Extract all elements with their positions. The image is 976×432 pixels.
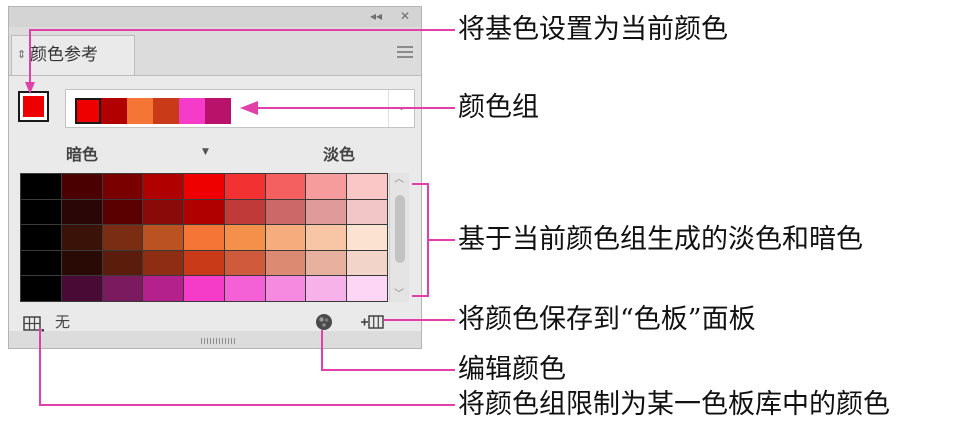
light-label: 淡色 [323, 145, 356, 164]
variation-swatch[interactable] [21, 276, 61, 301]
variation-swatch[interactable] [143, 174, 184, 199]
callout-line-set-base [29, 29, 455, 82]
callout-limit-library: 将颜色组限制为某一色板库中的颜色 [458, 389, 890, 420]
scroll-thumb[interactable] [395, 195, 405, 263]
edit-colors-icon[interactable] [315, 313, 333, 331]
chevron-down-icon[interactable]: ⌄ [396, 99, 407, 114]
close-panel-icon[interactable]: ✕ [400, 9, 411, 23]
variation-swatch[interactable] [143, 276, 184, 301]
variation-swatch[interactable] [265, 276, 306, 301]
variation-swatch[interactable] [21, 250, 61, 276]
variation-swatch[interactable] [224, 250, 265, 276]
variation-swatch[interactable] [102, 174, 143, 199]
variation-swatch[interactable] [184, 174, 224, 199]
variation-swatch[interactable] [265, 174, 306, 199]
color-group-swatch[interactable] [75, 98, 101, 124]
variation-swatch[interactable] [306, 225, 347, 250]
variation-swatch[interactable] [184, 199, 224, 225]
scroll-down-icon[interactable]: ﹀ [394, 289, 404, 300]
variation-swatch[interactable] [102, 276, 143, 301]
variation-swatch[interactable] [347, 199, 387, 225]
variation-swatch[interactable] [265, 199, 306, 225]
variation-swatch[interactable] [21, 225, 61, 250]
variation-swatch[interactable] [143, 250, 184, 276]
callout-variations: 基于当前颜色组生成的淡色和暗色 [458, 224, 863, 255]
callout-line-edit-colors [321, 330, 455, 371]
panel-menu-icon[interactable] [397, 46, 413, 59]
variation-swatch[interactable] [265, 225, 306, 250]
variation-swatch[interactable] [184, 276, 224, 301]
swatch-library-icon[interactable] [23, 313, 45, 335]
dark-label: 暗色 [66, 145, 99, 164]
variation-swatch[interactable] [184, 225, 224, 250]
variation-swatch[interactable] [102, 225, 143, 250]
color-group-swatch[interactable] [179, 98, 205, 124]
variation-scrollbar[interactable]: ︿ ﹀ [389, 173, 409, 302]
variation-options-icon[interactable]: ▼ [202, 147, 209, 157]
callout-edit-colors: 编辑颜色 [458, 354, 566, 385]
variation-swatch[interactable] [21, 174, 61, 199]
callout-bracket-variations [412, 183, 429, 297]
variation-swatch[interactable] [184, 250, 224, 276]
variation-swatch[interactable] [61, 250, 102, 276]
variation-swatch[interactable] [306, 199, 347, 225]
color-group-swatch[interactable] [127, 98, 153, 124]
variation-swatch[interactable] [347, 276, 387, 301]
panel-title-bar: ◂◂ ✕ [9, 7, 421, 27]
callout-save-swatches: 将颜色保存到“色板”面板 [458, 304, 756, 335]
variation-swatch[interactable] [306, 276, 347, 301]
base-color-swatch[interactable] [18, 91, 49, 122]
base-color-fill [23, 96, 44, 117]
callout-line-limit-library [39, 328, 455, 406]
variation-swatch[interactable] [224, 199, 265, 225]
variation-swatch[interactable] [347, 225, 387, 250]
scroll-up-icon[interactable]: ︿ [394, 174, 404, 185]
variation-swatch[interactable] [143, 225, 184, 250]
callout-arrow-color-group [240, 101, 258, 115]
variation-swatch[interactable] [61, 199, 102, 225]
variation-swatch[interactable] [61, 225, 102, 250]
color-group-swatch[interactable] [153, 98, 179, 124]
variation-swatch[interactable] [306, 174, 347, 199]
variation-swatch[interactable] [265, 250, 306, 276]
variation-swatch[interactable] [306, 250, 347, 276]
variation-swatch[interactable] [61, 276, 102, 301]
color-group-swatch[interactable] [205, 98, 231, 124]
variation-swatch[interactable] [224, 174, 265, 199]
collapse-panel-icon[interactable]: ◂◂ [370, 9, 383, 23]
callout-arrow-set-base [25, 82, 35, 94]
variation-swatch[interactable] [61, 174, 102, 199]
variation-swatch[interactable] [347, 250, 387, 276]
updown-arrows-icon: ⇕ [17, 48, 27, 61]
swatch-library-label: 无 [55, 313, 71, 331]
variation-swatch[interactable] [102, 199, 143, 225]
resize-grip-icon[interactable] [201, 338, 235, 344]
variation-swatch[interactable] [347, 174, 387, 199]
callout-set-base: 将基色设置为当前颜色 [458, 14, 728, 45]
variation-swatch[interactable] [143, 199, 184, 225]
variation-swatch[interactable] [21, 199, 61, 225]
color-group-swatch[interactable] [101, 98, 127, 124]
save-to-swatches-icon[interactable] [359, 312, 385, 332]
variation-swatch[interactable] [224, 225, 265, 250]
variation-swatch[interactable] [102, 250, 143, 276]
variation-swatch[interactable] [224, 276, 265, 301]
tab-color-guide[interactable]: ⇕ 颜色参考 [11, 35, 135, 75]
variation-grid [20, 173, 388, 302]
tab-label: 颜色参考 [30, 45, 98, 65]
callout-color-group: 颜色组 [458, 92, 539, 123]
color-guide-panel: ◂◂ ✕ ⇕ 颜色参考 ⌄ 暗色 ▼ 淡色 ︿ ﹀ 无 [8, 6, 422, 349]
